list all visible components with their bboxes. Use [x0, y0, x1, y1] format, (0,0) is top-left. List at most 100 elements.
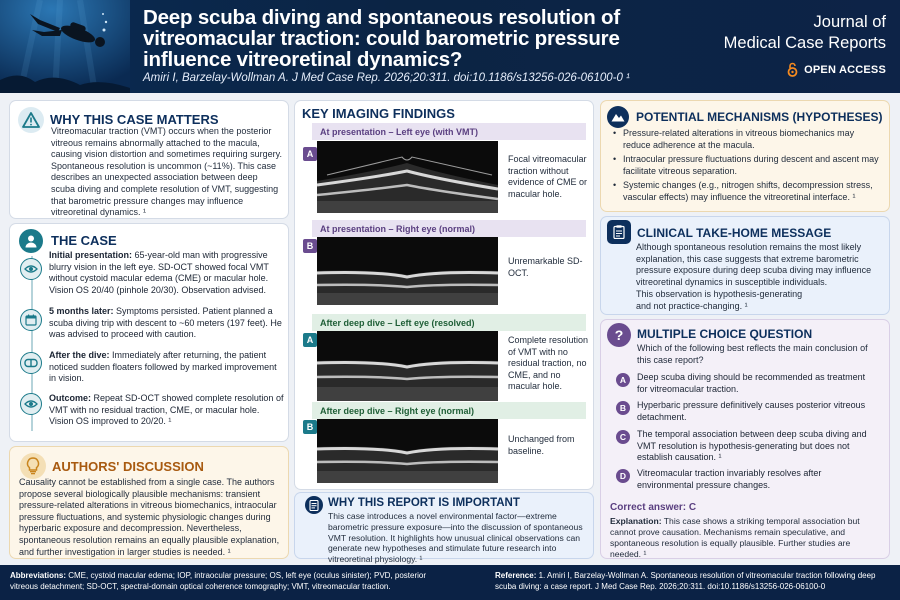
- eye-icon: [20, 258, 42, 280]
- authors-discussion-card: AUTHORS' DISCUSSION Causality cannot be …: [10, 447, 288, 558]
- citation: Amiri I, Barzelay-Wollman A. J Med Case …: [143, 72, 630, 84]
- journal-line-2: Medical Case Reports: [723, 34, 886, 52]
- explanation-lead: Explanation:: [610, 516, 662, 526]
- panel-3-caption: Complete resolution of VMT with no resid…: [508, 335, 589, 392]
- mechanism-text: Intraocular pressure fluctuations during…: [623, 154, 879, 176]
- person-icon: [19, 229, 43, 253]
- oct-image-right-after-dive: [317, 419, 498, 483]
- mechanism-text: Systemic changes (e.g., nitrogen shifts,…: [623, 180, 873, 202]
- mcq-answer: Correct answer: C: [610, 502, 697, 513]
- mcq-option-b-letter[interactable]: B: [616, 401, 630, 415]
- panel-2-letter: B: [303, 239, 317, 253]
- case-item-text: Symptoms persisted. Patient planned a sc…: [49, 306, 282, 339]
- mechanisms-card: POTENTIAL MECHANISMS (HYPOTHESES) • Press…: [601, 101, 889, 211]
- mechanism-item: • Systemic changes (e.g., nitrogen shifts…: [613, 180, 881, 203]
- case-item-text: 65-year-old man with progressive blurry …: [49, 250, 269, 295]
- panel-4-header: After deep dive – Right eye (normal): [312, 402, 586, 419]
- reference-lead: Reference:: [495, 571, 537, 580]
- explanation-text: This case shows a striking temporal asso…: [610, 516, 860, 559]
- open-access-icon: [787, 62, 798, 77]
- header-banner: Deep scuba diving and spontaneous resolu…: [0, 0, 900, 93]
- journal-name: Journal of Medical Case Reports: [724, 12, 886, 54]
- case-five-months: 5 months later: Symptoms persisted. Pati…: [49, 306, 285, 341]
- abbreviations: Abbreviations: CME, cystoid macular edem…: [10, 571, 450, 592]
- panel-4-caption: Unchanged from baseline.: [508, 434, 575, 456]
- why-report-important-text: This case introduces a novel environment…: [328, 511, 583, 565]
- mcq-option-a[interactable]: Deep scuba diving should be recommended …: [637, 372, 866, 394]
- mcq-title: MULTIPLE CHOICE QUESTION: [637, 327, 813, 341]
- the-case-card: [10, 224, 288, 441]
- scuba-diver-illustration: [0, 0, 130, 93]
- mcq-card: [601, 320, 889, 558]
- oct-image-left-after-dive: [317, 331, 498, 401]
- case-item-text: Immediately after returning, the patient…: [49, 350, 277, 383]
- mcq-explanation: Explanation: This case shows a striking …: [610, 516, 880, 560]
- panel-2-header: At presentation – Right eye (normal): [312, 220, 586, 237]
- mcq-option-b[interactable]: Hyperbaric pressure definitively causes …: [637, 400, 866, 422]
- mcq-option-d-letter[interactable]: D: [616, 469, 630, 483]
- panel-4-letter: B: [303, 420, 317, 434]
- takehome-card: CLINICAL TAKE-HOME MESSAGE Although spon…: [601, 217, 889, 314]
- panel-2-caption: Unremarkable SD-OCT.: [508, 256, 583, 278]
- authors-discussion-text: Causality cannot be established from a s…: [19, 477, 280, 557]
- mcq-option-c-letter[interactable]: C: [616, 430, 630, 444]
- clipboard-icon: [607, 220, 631, 244]
- panel-1-caption: Focal vitreomacular traction without evi…: [508, 154, 588, 199]
- case-timeline: [31, 256, 33, 431]
- case-item-lead: After the dive:: [49, 350, 110, 360]
- why-case-matters-card: WHY THIS CASE MATTERS Vitreomacular trac…: [10, 101, 288, 218]
- mcq-option-c[interactable]: The temporal association between deep sc…: [637, 429, 867, 462]
- mcq-option-a-letter[interactable]: A: [616, 373, 630, 387]
- case-item-lead: Initial presentation:: [49, 250, 133, 260]
- bullet: •: [613, 128, 617, 138]
- open-access-label: OPEN ACCESS: [804, 63, 886, 76]
- mcq-option-d[interactable]: Vitreomacular traction invariably resolv…: [637, 468, 822, 490]
- footer: Abbreviations: CME, cystoid macular edem…: [0, 565, 900, 600]
- imaging-title: KEY IMAGING FINDINGS: [302, 106, 455, 121]
- dive-mask-icon: [20, 352, 42, 374]
- reference: Reference: 1. Amiri I, Barzelay-Wollman …: [495, 571, 890, 592]
- case-item-lead: Outcome:: [49, 393, 92, 403]
- why-report-important-card: WHY THIS REPORT IS IMPORTANT This case i…: [295, 493, 593, 564]
- document-icon: [305, 496, 323, 514]
- why-case-matters-text: Vitreomacular traction (VMT) occurs when…: [51, 126, 282, 218]
- page-title: Deep scuba diving and spontaneous resolu…: [143, 6, 620, 71]
- panel-1-letter: A: [303, 147, 317, 161]
- authors-discussion-title: AUTHORS' DISCUSSION: [52, 459, 204, 474]
- journal-line-1: Journal of: [813, 13, 886, 31]
- case-outcome: Outcome: Repeat SD-OCT showed complete r…: [49, 393, 285, 428]
- reference-text: 1. Amiri I, Barzelay-Wollman A. Spontane…: [495, 571, 876, 591]
- case-item-text: Repeat SD-OCT showed complete resolution…: [49, 393, 284, 426]
- oct-image-right-presentation: [317, 237, 498, 305]
- question-icon: ?: [607, 323, 631, 347]
- takehome-title: CLINICAL TAKE-HOME MESSAGE: [637, 226, 832, 240]
- why-case-matters-title: WHY THIS CASE MATTERS: [50, 112, 219, 127]
- case-after-dive: After the dive: Immediately after return…: [49, 350, 285, 385]
- abbreviations-text: CME, cystoid macular edema; IOP, intraoc…: [10, 571, 427, 591]
- panel-3-letter: A: [303, 333, 317, 347]
- oct-image-left-presentation: [317, 141, 498, 213]
- mechanism-item: • Pressure-related alterations in vitreou…: [613, 128, 881, 151]
- mechanism-item: • Intraocular pressure fluctuations durin…: [613, 154, 881, 177]
- alert-icon: [18, 107, 44, 133]
- takehome-text-2: This observation is hypothesis-generatin…: [636, 289, 803, 311]
- bullet: •: [613, 154, 617, 165]
- panel-1-header: At presentation – Left eye (with VMT): [312, 123, 586, 140]
- abbreviations-lead: Abbreviations:: [10, 571, 67, 580]
- the-case-title: THE CASE: [51, 233, 117, 248]
- lightbulb-icon: [20, 453, 46, 479]
- mountain-icon: [607, 106, 629, 128]
- panel-3-header: After deep dive – Left eye (resolved): [312, 314, 586, 331]
- bullet: •: [613, 180, 617, 191]
- takehome-text: Although spontaneous resolution remains …: [636, 242, 872, 287]
- mechanisms-title: POTENTIAL MECHANISMS (HYPOTHESES): [636, 110, 883, 124]
- mcq-question: Which of the following best reflects the…: [637, 343, 868, 365]
- mechanisms-list: • Pressure-related alterations in vitreou…: [613, 128, 881, 204]
- case-initial-presentation: Initial presentation: 65-year-old man wi…: [49, 250, 285, 296]
- eye-outcome-icon: [20, 393, 42, 415]
- case-item-lead: 5 months later:: [49, 306, 114, 316]
- why-report-important-title: WHY THIS REPORT IS IMPORTANT: [328, 497, 520, 509]
- mechanism-text: Pressure-related alterations in vitreous…: [623, 128, 855, 150]
- calendar-icon: [20, 309, 42, 331]
- open-access-badge: OPEN ACCESS: [787, 62, 886, 77]
